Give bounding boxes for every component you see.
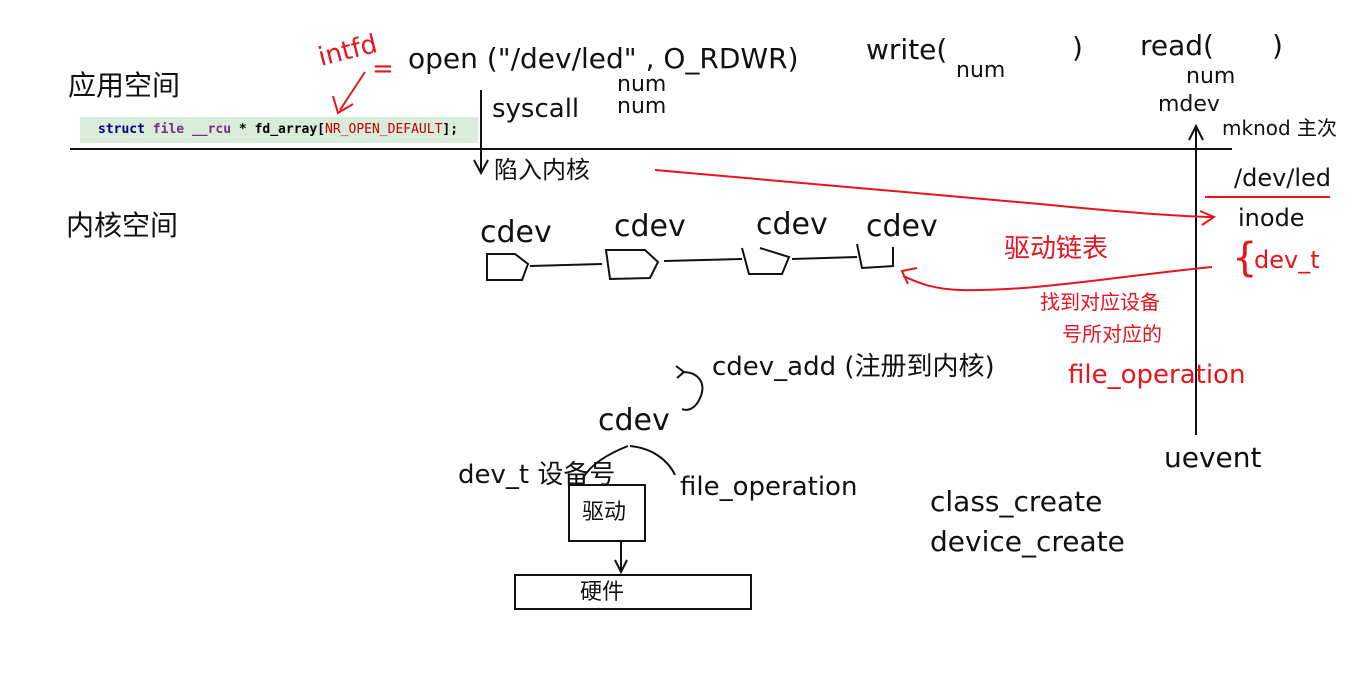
- code-qualifier: __rcu: [191, 122, 232, 137]
- hardware-box: 硬件: [514, 574, 752, 610]
- driver-hw-arrowhead: [614, 559, 628, 575]
- syscall-arrowhead: [473, 159, 489, 176]
- open-call: open ("/dev/led" , O_RDWR): [408, 42, 799, 75]
- class-create-label: class_create: [930, 485, 1103, 518]
- find-device-line-1: 找到对应设备: [1040, 290, 1160, 314]
- cdev-node-3: [741, 247, 791, 275]
- cdev-add-label: cdev_add (注册到内核): [712, 352, 995, 382]
- cdev-list-2: cdev: [614, 209, 686, 244]
- file-operation-label: file_operation: [680, 472, 858, 502]
- intfd-arrow: [339, 71, 366, 111]
- hardware-box-label: 硬件: [580, 580, 625, 605]
- cdev-add-curve: [681, 371, 704, 411]
- driver-box: 驱动: [568, 484, 646, 542]
- code-tail: ];: [442, 122, 459, 137]
- code-snippet: struct file __rcu * fd_array[NR_OPEN_DEF…: [80, 117, 478, 143]
- cdev-link-1: [529, 263, 603, 267]
- write-close: ): [1072, 31, 1083, 64]
- user-space-label: 应用空间: [68, 69, 181, 102]
- num-open-1: num: [617, 72, 667, 97]
- cdev-node-2: [604, 249, 660, 281]
- mdev-label: mdev: [1158, 92, 1220, 117]
- find-device-line-2: 号所对应的: [1062, 322, 1162, 346]
- code-macro: NR_OPEN_DEFAULT: [325, 122, 443, 137]
- cdev-add-curve-tip: [675, 365, 686, 379]
- mknod-label: mknod 主次: [1222, 116, 1338, 140]
- intfd-arrowhead: [332, 95, 354, 115]
- dev-t-label: dev_t: [1254, 246, 1320, 274]
- cdev-node-1: [486, 253, 530, 281]
- num-read: num: [1186, 64, 1236, 89]
- inode-label: inode: [1238, 204, 1305, 232]
- cdev-list-1: cdev: [480, 215, 552, 250]
- cdev-branch-right: [629, 445, 676, 476]
- dev-led-label: /dev/led: [1234, 164, 1332, 192]
- cdev-branch-left: [582, 445, 629, 479]
- driver-link-label: 驱动链表: [1004, 234, 1109, 264]
- uevent-arrowhead: [1188, 123, 1204, 141]
- read-close: ): [1272, 29, 1283, 62]
- code-ident: fd_array[: [254, 122, 326, 137]
- driver-box-label: 驱动: [582, 500, 627, 525]
- num-open-2: num: [617, 94, 667, 119]
- read-call: read(: [1140, 29, 1214, 62]
- cdev-node-4: [856, 243, 894, 270]
- brace-mark: {: [1232, 235, 1258, 281]
- syscall-label: syscall: [492, 94, 580, 124]
- code-keyword: struct: [98, 122, 145, 137]
- devt-to-cdev-arrowhead: [900, 267, 918, 285]
- cdev-link-3: [791, 256, 858, 260]
- trap-kernel-label: 陷入内核: [494, 156, 590, 184]
- cdev-list-4: cdev: [866, 209, 938, 244]
- cdev-list-3: cdev: [756, 207, 828, 242]
- equals-sign: =: [372, 54, 394, 84]
- cdev-center-label: cdev: [598, 403, 670, 438]
- inode-lookup-arrowhead: [1199, 210, 1217, 226]
- devt-to-cdev-arrow: [902, 266, 1213, 292]
- code-type: file: [152, 122, 185, 137]
- write-call: write(: [866, 33, 948, 66]
- num-write: num: [956, 58, 1006, 83]
- dev-t-number-label: dev_t 设备号: [458, 460, 616, 490]
- kernel-space-label: 内核空间: [66, 209, 179, 242]
- file-operation-red-label: file_operation: [1068, 360, 1246, 390]
- cdev-link-2: [663, 258, 743, 262]
- uevent-label: uevent: [1164, 441, 1262, 474]
- inode-lookup-arrow: [654, 169, 1213, 218]
- code-star: *: [238, 122, 247, 137]
- device-create-label: device_create: [930, 525, 1125, 558]
